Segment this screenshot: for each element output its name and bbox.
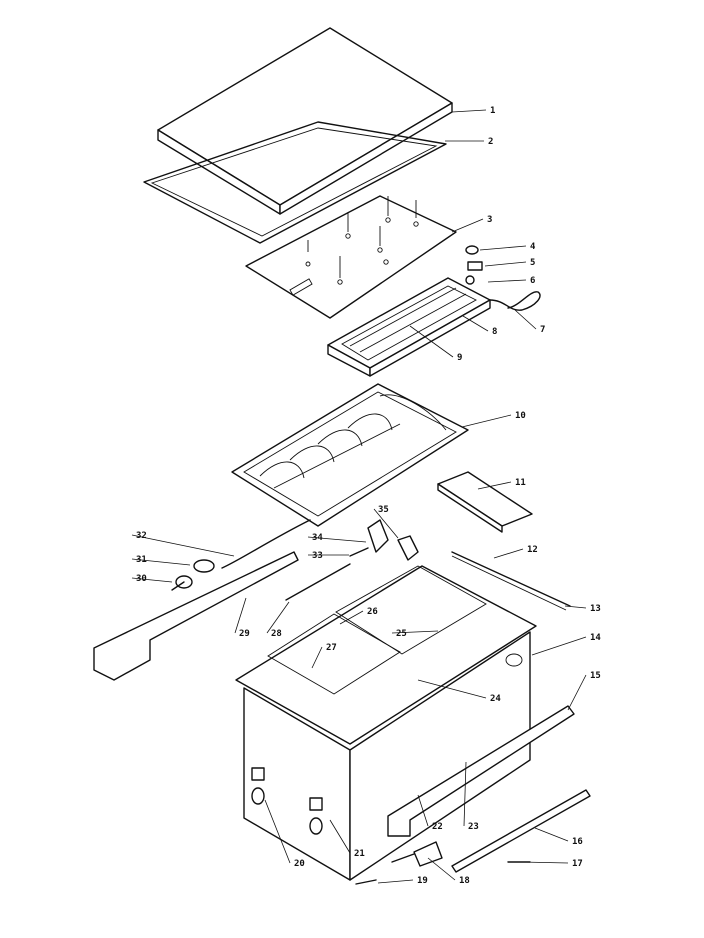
callout-4: 4 [530,242,536,252]
part-3-plate [245,195,457,319]
leader-line-28 [266,601,290,634]
leader-line-25 [391,630,439,634]
part-11-small-tray [437,471,533,533]
callout-7: 7 [540,325,545,335]
callout-15: 15 [590,671,601,681]
leader-line-11 [477,481,512,490]
callout-17: 17 [572,859,583,869]
leader-line-23 [463,761,467,827]
callout-5: 5 [530,258,535,268]
callout-20: 20 [294,859,305,869]
callout-2: 2 [488,137,493,147]
leader-line-34 [307,536,367,543]
callout-23: 23 [468,822,479,832]
leader-line-30 [131,577,173,583]
callout-3: 3 [487,215,492,225]
leader-line-21 [329,819,351,854]
parts-12-13-rod [451,551,571,611]
parts-4-6-fittings [465,245,483,285]
leader-line-13 [564,605,587,609]
callout-8: 8 [492,327,497,337]
callout-25: 25 [396,629,407,639]
leader-line-7 [514,309,537,330]
leader-line-22 [417,794,429,827]
callout-30: 30 [136,574,147,584]
leader-line-32 [131,534,235,557]
callout-24: 24 [490,694,501,704]
leader-line-19 [377,879,414,884]
parts-20-21-feet [251,767,323,835]
leader-line-9 [409,325,454,358]
leader-line-10 [461,414,512,428]
leader-line-1 [451,109,487,113]
leader-line-15 [567,674,587,711]
leader-line-29 [234,597,247,634]
callout-18: 18 [459,876,470,886]
part-15-rail [387,705,575,837]
leader-line-31 [131,558,191,566]
callout-10: 10 [515,411,526,421]
callout-32: 32 [136,531,147,541]
callout-27: 27 [326,643,337,653]
callout-13: 13 [590,604,601,614]
callout-21: 21 [354,849,365,859]
callout-14: 14 [590,633,601,643]
callout-29: 29 [239,629,250,639]
callout-34: 34 [312,533,323,543]
leader-line-24 [417,679,487,699]
leader-line-16 [534,827,569,842]
parts-33-35-brackets [349,519,419,561]
callout-31: 31 [136,555,147,565]
callout-1: 1 [490,106,495,116]
parts-18-19-fittings [355,841,443,885]
part-28-spring [285,563,351,601]
leader-line-26 [339,610,364,625]
callout-6: 6 [530,276,535,286]
callout-16: 16 [572,837,583,847]
leader-line-5 [484,261,527,267]
part-29-side-rail [93,551,299,681]
callout-33: 33 [312,551,323,561]
leader-line-6 [487,279,527,283]
leader-line-17 [520,861,569,864]
leader-line-12 [493,548,524,559]
leader-line-14 [531,636,587,656]
leader-line-20 [264,799,291,864]
callout-26: 26 [367,607,378,617]
leader-line-8 [462,315,489,332]
part-7-cord [489,291,541,311]
leader-line-3 [451,218,484,233]
callout-9: 9 [457,353,462,363]
part-2-gasket [143,121,447,244]
callout-28: 28 [271,629,282,639]
callout-22: 22 [432,822,443,832]
callout-19: 19 [417,876,428,886]
leader-line-27 [311,646,323,669]
leader-line-4 [479,245,527,251]
leader-line-35 [373,508,399,539]
part-10-tray [231,383,469,527]
part-1-cover [157,27,453,215]
parts-30-31-knob [171,559,215,591]
callout-11: 11 [515,478,526,488]
callout-12: 12 [527,545,538,555]
leader-line-18 [427,857,456,881]
part-32-rod [221,519,311,569]
callout-35: 35 [378,505,389,515]
